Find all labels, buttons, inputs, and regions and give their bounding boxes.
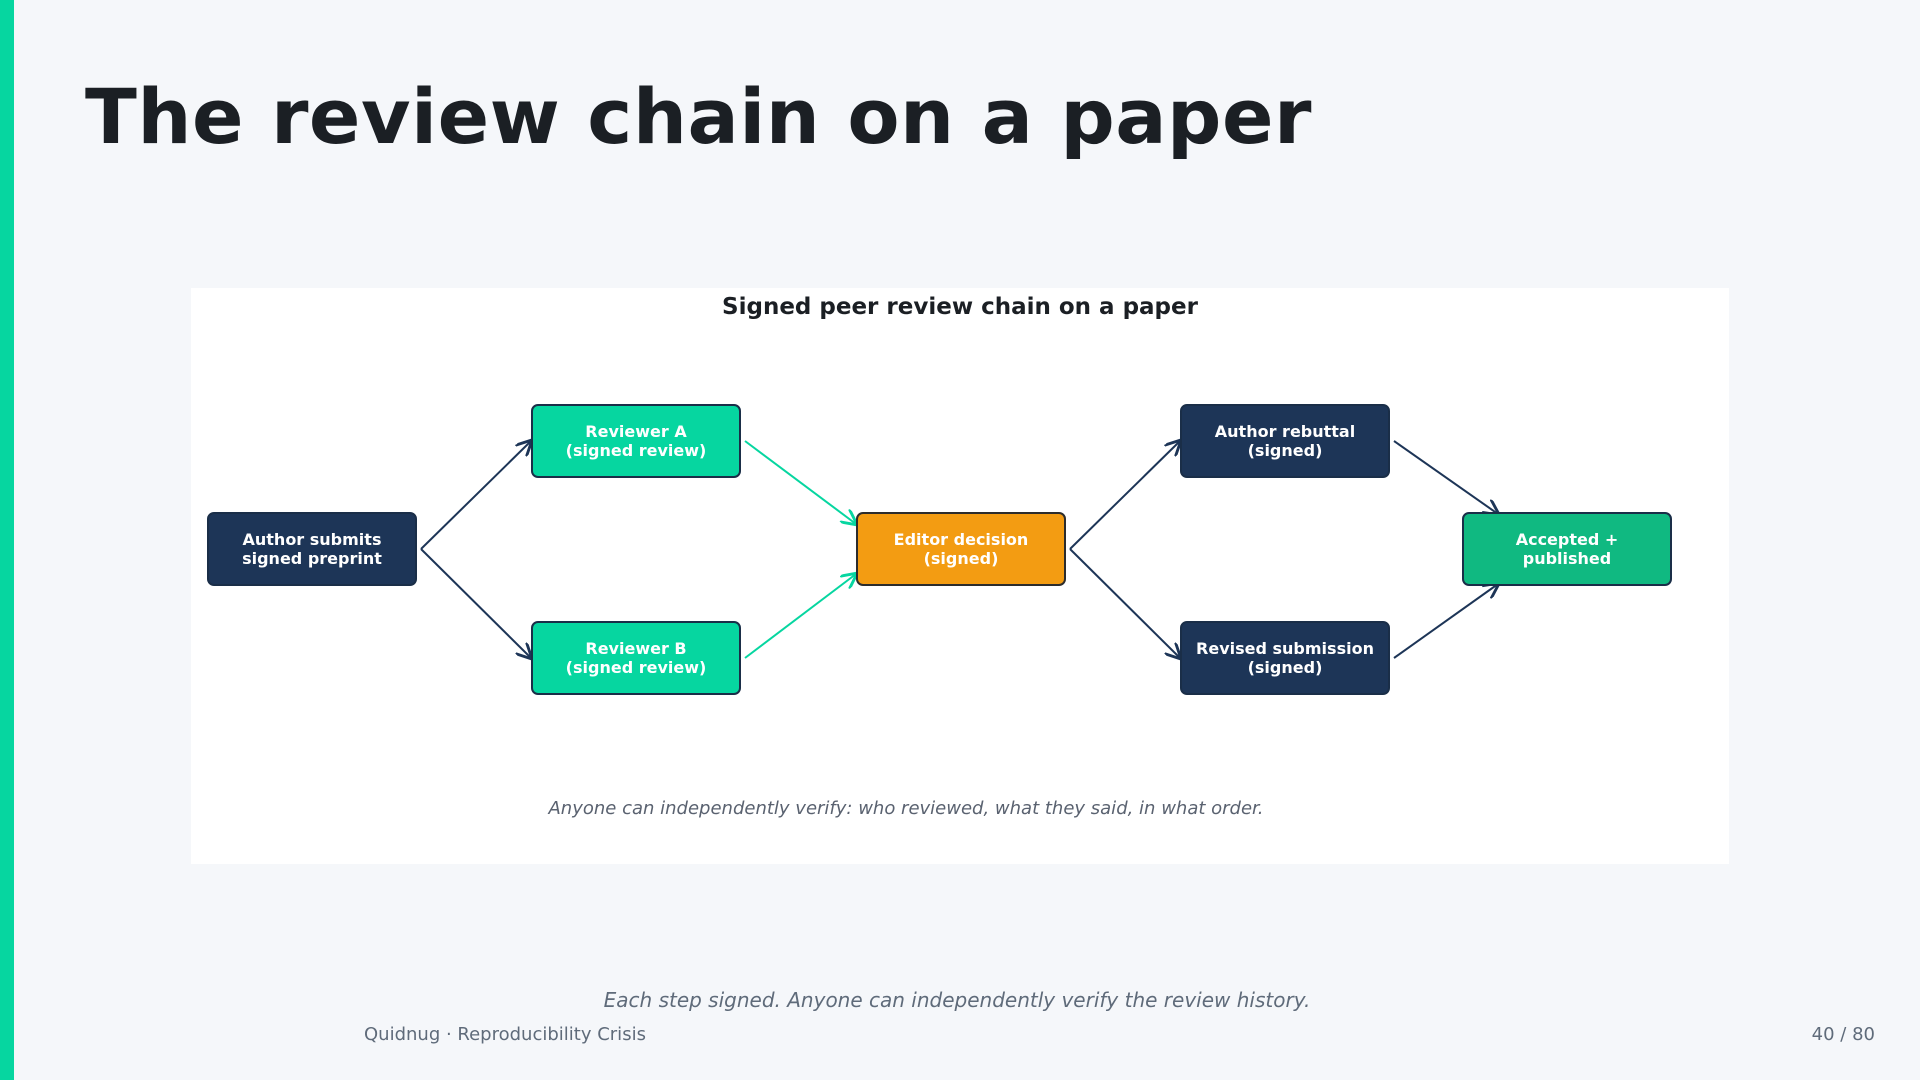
edge-revised-to-accepted: [1393, 584, 1498, 659]
footer-deck-name: Quidnug · Reproducibility Crisis: [364, 1024, 646, 1045]
diagram-caption: Anyone can independently verify: who rev…: [548, 798, 1264, 819]
edge-rebuttal-to-accepted: [1393, 440, 1498, 514]
node-reviewer-a: Reviewer A (signed review): [531, 404, 741, 478]
node-reviewer-b: Reviewer B (signed review): [531, 621, 741, 695]
edge-editor-to-revised: [1069, 548, 1180, 658]
edge-author-to-reviewer-a: [420, 441, 531, 550]
edge-author-to-reviewer-b: [420, 548, 531, 658]
edge-reviewer-a-to-editor: [744, 440, 856, 524]
node-rebuttal: Author rebuttal (signed): [1180, 404, 1390, 478]
accent-bar: [0, 0, 14, 1080]
diagram-edges: [420, 288, 1729, 864]
node-author: Author submits signed preprint: [207, 512, 417, 586]
node-editor: Editor decision (signed): [856, 512, 1066, 586]
slide-title: The review chain on a paper: [85, 72, 1312, 161]
edge-editor-to-rebuttal: [1069, 441, 1180, 550]
node-revised: Revised submission (signed): [1180, 621, 1390, 695]
diagram-title: Signed peer review chain on a paper: [722, 294, 1198, 320]
edge-reviewer-b-to-editor: [744, 574, 856, 659]
node-accepted: Accepted + published: [1462, 512, 1672, 586]
page-number: 40 / 80: [1811, 1024, 1875, 1045]
footer-note: Each step signed. Anyone can independent…: [603, 988, 1311, 1012]
